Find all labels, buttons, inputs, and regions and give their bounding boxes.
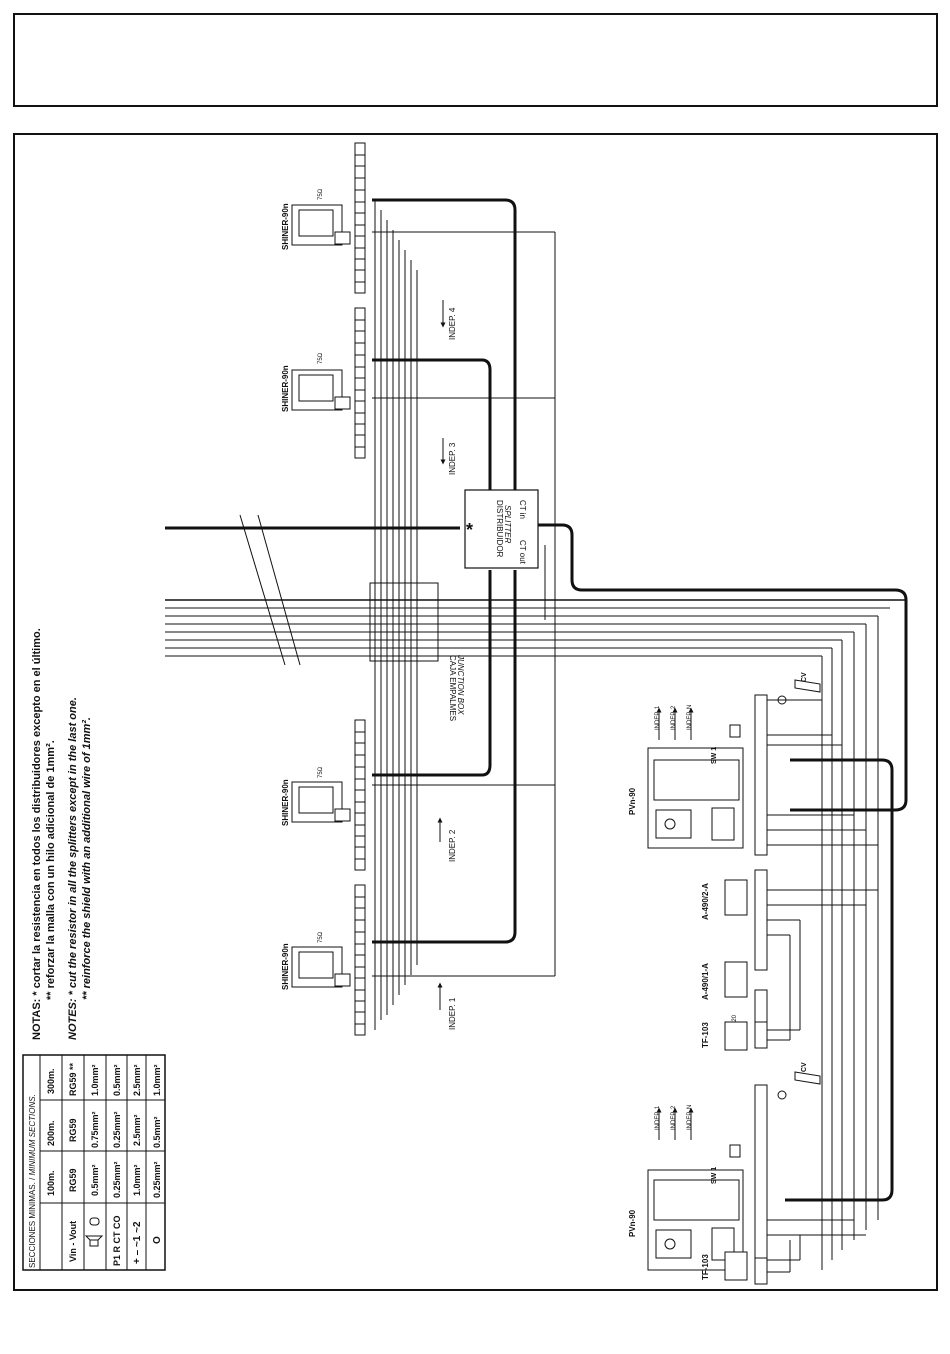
monitor-3-model: SHINER-90n [281, 365, 290, 412]
door-panel-1: PVn-90 SW 1 INDEP. 1 INDEP. 2 INDEP. N C… [628, 672, 821, 856]
psu-a490-1-model: A-490/1-A [701, 963, 710, 1000]
coax-wires [372, 198, 908, 1202]
row5-100: 0.25mm² [152, 1161, 162, 1198]
monitor-2-indep: INDEP. 2 [448, 829, 457, 862]
panel-2-indep-1: INDEP. 1 [655, 1105, 661, 1130]
monitor-1-indep: INDEP. 1 [448, 997, 457, 1030]
panel-1-indep-2: INDEP. 2 [671, 705, 677, 730]
monitor-4: SHINER-90n 75Ω INDEP. 4 [281, 142, 457, 340]
row4-300: 2.5mm² [132, 1064, 142, 1096]
panel-wires [767, 616, 879, 1273]
sections-table: SECCIONES MINIMAS. / MINIMUM SECTIONS. 1… [22, 1054, 166, 1271]
monitor-3-indep: INDEP. 3 [448, 442, 457, 475]
psu-a490-2: A-490/2-A [701, 869, 768, 971]
lock-2-label: CV [801, 1062, 808, 1072]
monitor-3: SHINER-90n 75Ω INDEP. 3 [281, 307, 457, 475]
panel-1-sw: SW 1 [711, 747, 718, 764]
row5-200: 0.5mm² [152, 1116, 162, 1148]
psu-a490-2-model: A-490/2-A [701, 883, 710, 920]
panel-1-indep-1: INDEP. 1 [655, 705, 661, 730]
panel-2-indep-n: INDEP. N [687, 1105, 693, 1130]
monitor-3-resistor: 75Ω [318, 352, 324, 364]
row2-100: 0.5mm² [90, 1164, 100, 1196]
splitter-asterisk: * [466, 520, 473, 540]
monitor-1-resistor: 75Ω [318, 931, 324, 943]
col-200m: 200m. [46, 1120, 56, 1146]
splitter-ct-in: CT in [518, 500, 527, 519]
splitter-title-es: DISTRIBUIDOR [495, 500, 504, 558]
row1-300: RG59 ** [68, 1062, 78, 1096]
col-100m: 100m. [46, 1170, 56, 1196]
table-title-es: SECCIONES MINIMAS. / [28, 1177, 37, 1268]
panel-2-indep-2: INDEP. 2 [671, 1105, 677, 1130]
row3-label: P1 R CT CO [112, 1215, 122, 1266]
row2-300: 1.0mm² [90, 1064, 100, 1096]
riser-wires [372, 200, 556, 1030]
row4-label: + – ~1 ~2 [132, 1221, 143, 1264]
note-en-line1: NOTES: * cut the resistor in all the spl… [67, 697, 79, 1040]
table-title-en: MINIMUM SECTIONS. [28, 1094, 37, 1175]
svg-text:SECCIONES MINIMAS. / MIN: SECCIONES MINIMAS. / MINIMUM SECTIONS. [28, 1094, 37, 1268]
panel-2-sw: SW 1 [711, 1167, 718, 1184]
row1-100: RG59 [68, 1168, 78, 1192]
row1-label: Vin - Vout [68, 1221, 78, 1262]
speaker-icon [84, 1235, 104, 1247]
diagram-box [13, 133, 938, 1291]
transformer-1-model: TF-103 [701, 1022, 710, 1048]
panel-1-indep-n: INDEP. N [687, 705, 693, 730]
panel-1-model: PVn-90 [628, 787, 637, 815]
monitor-2-resistor: 75Ω [318, 766, 324, 778]
notes-block: NOTAS: * cortar la resistencia en todos … [31, 628, 93, 1040]
transformer-2: TF-103 [701, 1251, 768, 1285]
panel-2-model: PVn-90 [628, 1209, 637, 1237]
header-box [13, 13, 938, 107]
row3-100: 0.25mm² [112, 1161, 122, 1198]
row5-300: 1.0mm² [152, 1064, 162, 1096]
splitter-title-en: SPLITTER [503, 505, 512, 543]
transformer-1: TF-103 [701, 1021, 768, 1051]
lock-1-label: CV [801, 672, 808, 682]
note-es-line1: NOTAS: * cortar la resistencia en todos … [31, 628, 43, 1040]
row3-200: 0.25mm² [112, 1111, 122, 1148]
monitor-1-model: SHINER-90n [281, 943, 290, 990]
note-es-line2: ** reforzar la malla con un hilo adicion… [45, 740, 57, 1000]
row5-label: O [152, 1236, 163, 1244]
monitor-1: SHINER-90n 75Ω INDEP. 1 [281, 884, 457, 1036]
monitor-4-model: SHINER-90n [281, 203, 290, 250]
note-en-line2: ** reinforce the shield with an addition… [81, 717, 93, 1000]
row1-200: RG59 [68, 1118, 78, 1142]
row4-200: 2.5mm² [132, 1114, 142, 1146]
monitor-4-resistor: 75Ω [318, 188, 324, 200]
monitor-2: SHINER-90n 75Ω INDEP. 2 [281, 719, 457, 871]
mic-icon [89, 1217, 100, 1226]
monitor-2-model: SHINER-90n [281, 779, 290, 826]
col-300m: 300m. [46, 1068, 56, 1094]
row2-200: 0.75mm² [90, 1111, 100, 1148]
transformer-2-model: TF-103 [701, 1254, 710, 1280]
splitter: DISTRIBUIDOR SPLITTER CT in CT out * [464, 489, 539, 569]
junction-title-en: JUNCTION BOX [456, 654, 465, 715]
door-panel-2: PVn-90 SW 1 INDEP. 1 INDEP. 2 INDEP. N C… [628, 1062, 821, 1271]
row3-300: 0.5mm² [112, 1064, 122, 1096]
row4-100: 1.0mm² [132, 1164, 142, 1196]
splitter-ct-out: CT out [518, 540, 527, 565]
monitor-4-indep: INDEP. 4 [448, 307, 457, 340]
junction-title-es: CAJA EMPALMES [448, 655, 457, 721]
